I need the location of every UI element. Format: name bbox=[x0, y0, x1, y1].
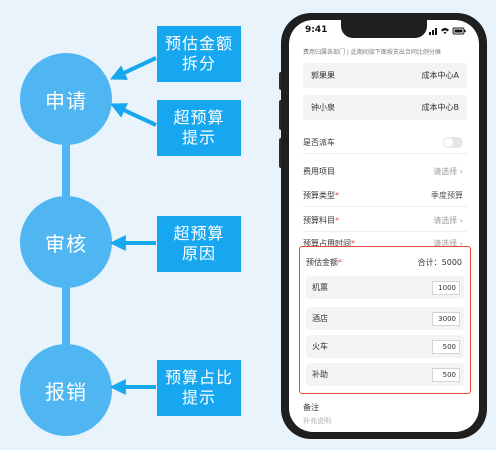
field-value: 季度预算 bbox=[431, 190, 463, 200]
estimate-amount-input[interactable]: 500 bbox=[432, 367, 460, 382]
estimate-item: 补助 500 bbox=[306, 363, 464, 386]
arrow-2 bbox=[110, 103, 157, 127]
split-tip-text: 费用归属各部门 | 此期间接下面按支出合同比例分摊 bbox=[303, 49, 441, 56]
stage-review: 审核 bbox=[20, 196, 112, 288]
field-value: 请选择 bbox=[433, 238, 458, 248]
estimate-item-name: 火车 bbox=[312, 342, 328, 351]
divider bbox=[303, 153, 467, 154]
field-budget-subject[interactable]: 预算科目* 请选择 › bbox=[303, 210, 473, 230]
stage-reimburse: 报销 bbox=[20, 344, 112, 436]
required-mark: * bbox=[335, 215, 339, 225]
cost-row[interactable]: 钟小泉 成本中心B bbox=[303, 95, 467, 120]
note-over-budget-tip: 超预算 提示 bbox=[157, 100, 241, 156]
estimate-item: 火车 500 bbox=[306, 335, 464, 358]
required-mark: * bbox=[351, 238, 355, 248]
estimate-total: 合计：5000 bbox=[417, 258, 462, 267]
cost-person: 郭果果 bbox=[311, 71, 335, 80]
car-toggle[interactable] bbox=[443, 136, 463, 148]
cost-center: 成本中心A bbox=[421, 71, 459, 80]
estimate-amount-section: 预估金额* 合计：5000 机票 1000 酒店 3000 火车 500 补助 … bbox=[299, 246, 471, 394]
field-budget-type[interactable]: 预算类型* 季度预算 bbox=[303, 185, 473, 205]
estimate-label: 预估金额 bbox=[306, 258, 338, 267]
arrow-1 bbox=[110, 56, 157, 80]
phone-mockup: 9:41 费用归属各部门 | 此期间接下面按支出合同比例分摊 郭果果 成本中心A… bbox=[281, 13, 487, 439]
field-car: 是否派车 bbox=[303, 132, 473, 152]
chevron-right-icon: › bbox=[459, 166, 463, 176]
field-label: 预算占用时间 bbox=[303, 238, 351, 248]
field-label: 费用项目 bbox=[303, 166, 335, 176]
status-icons bbox=[429, 27, 466, 35]
field-expense-item[interactable]: 费用项目 请选择 › bbox=[303, 161, 473, 181]
required-mark: * bbox=[338, 258, 342, 267]
estimate-header: 预估金额* 合计：5000 bbox=[306, 257, 462, 268]
field-value: 请选择 bbox=[433, 166, 458, 176]
remark-label: 备注 bbox=[303, 403, 319, 412]
estimate-item-name: 补助 bbox=[312, 370, 328, 379]
estimate-item: 酒店 3000 bbox=[306, 307, 464, 330]
cost-center: 成本中心B bbox=[421, 103, 460, 112]
estimate-amount-input[interactable]: 500 bbox=[432, 339, 460, 354]
required-mark: * bbox=[335, 190, 339, 200]
cost-row[interactable]: 郭果果 成本中心A bbox=[303, 63, 467, 88]
cost-person: 钟小泉 bbox=[311, 103, 335, 112]
phone-screen: 9:41 费用归属各部门 | 此期间接下面按支出合同比例分摊 郭果果 成本中心A… bbox=[289, 20, 479, 432]
field-value: 请选择 bbox=[433, 215, 458, 225]
field-car-label: 是否派车 bbox=[303, 137, 335, 147]
stage-apply: 申请 bbox=[20, 53, 112, 145]
signal-icon bbox=[429, 32, 431, 35]
estimate-amount-input[interactable]: 1000 bbox=[432, 280, 460, 295]
estimate-item-name: 机票 bbox=[312, 283, 328, 292]
remark-input[interactable]: 补充说明 bbox=[303, 417, 331, 425]
field-label: 预算类型 bbox=[303, 190, 335, 200]
status-time: 9:41 bbox=[305, 25, 328, 35]
divider bbox=[303, 231, 467, 232]
estimate-item-name: 酒店 bbox=[312, 314, 328, 323]
field-budget-time[interactable]: 预算占用时间* 请选择 › bbox=[303, 233, 473, 253]
note-estimate-split: 预估金额 拆分 bbox=[157, 26, 241, 82]
phone-notch bbox=[341, 20, 427, 38]
battery-icon bbox=[452, 27, 465, 35]
estimate-amount-input[interactable]: 3000 bbox=[432, 311, 460, 326]
field-label: 预算科目 bbox=[303, 215, 335, 225]
chevron-right-icon: › bbox=[459, 238, 463, 248]
note-over-budget-reason: 超预算 原因 bbox=[157, 216, 241, 272]
note-budget-ratio-tip: 预算占比 提示 bbox=[157, 360, 241, 416]
estimate-item: 机票 1000 bbox=[306, 276, 464, 299]
wifi-icon bbox=[441, 28, 449, 34]
divider bbox=[303, 206, 467, 207]
chevron-right-icon: › bbox=[459, 215, 463, 225]
